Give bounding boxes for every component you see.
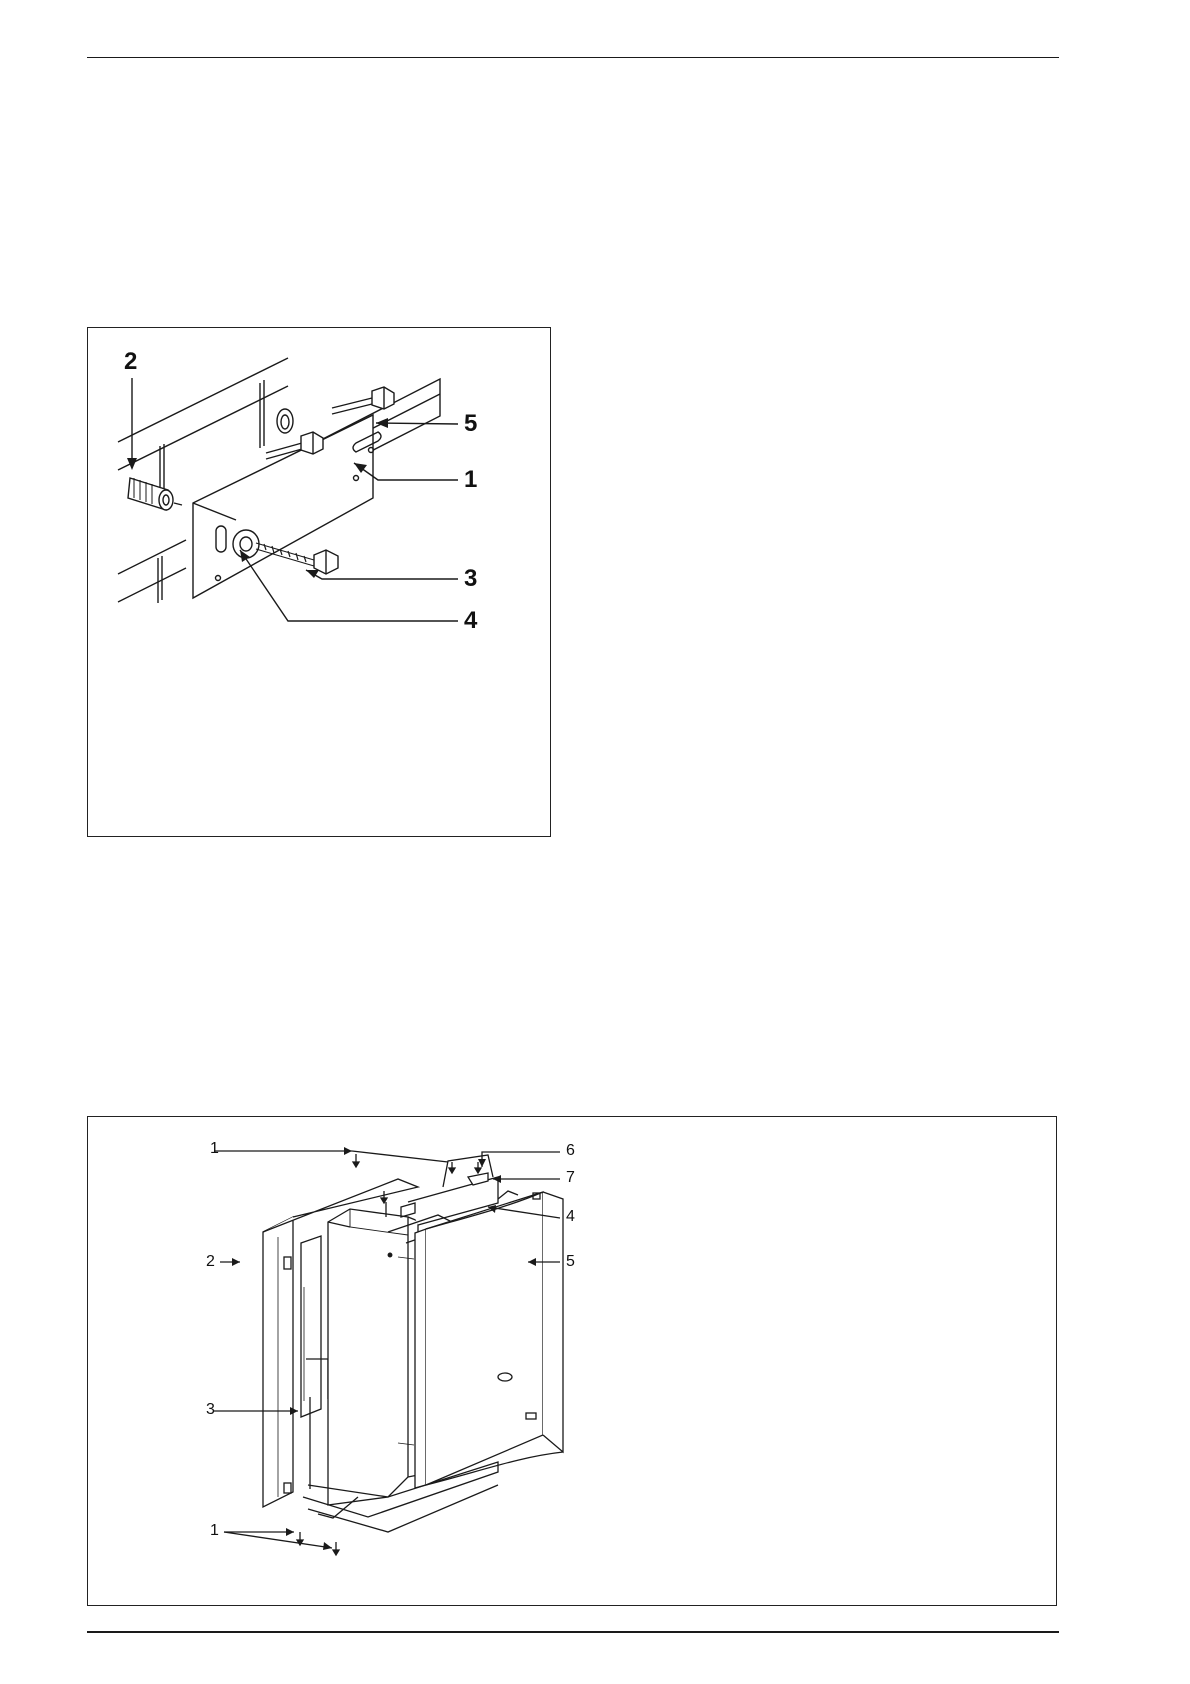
bolt-shaft bbox=[266, 443, 302, 453]
washer bbox=[233, 530, 259, 558]
right-inner-edge bbox=[415, 1229, 426, 1488]
front-door-panel bbox=[328, 1209, 408, 1505]
callout-5: 5 bbox=[566, 1254, 575, 1270]
wall-tile-line bbox=[118, 540, 186, 574]
callout-4: 4 bbox=[566, 1209, 575, 1225]
wall-tile-line bbox=[118, 358, 288, 442]
callout-3: 3 bbox=[464, 567, 477, 591]
casing-diagram: 1 2 3 1 6 7 4 5 bbox=[87, 1116, 1057, 1606]
callout-5: 5 bbox=[464, 412, 477, 436]
bolt-head bbox=[301, 432, 323, 454]
bracket-mounting-figure: 2 5 1 3 4 bbox=[87, 327, 551, 837]
callout-2: 2 bbox=[124, 350, 137, 374]
callout-3: 3 bbox=[206, 1402, 215, 1418]
bracket-plate bbox=[193, 415, 373, 598]
wall-tile-line bbox=[118, 568, 186, 602]
footer-rule bbox=[87, 1631, 1059, 1633]
callout-2: 2 bbox=[206, 1254, 215, 1270]
casing-illustration bbox=[88, 1117, 1056, 1605]
callout-1-top: 1 bbox=[210, 1141, 219, 1157]
bolt-head bbox=[372, 387, 394, 409]
right-main-casing bbox=[426, 1192, 543, 1485]
bracket-illustration bbox=[88, 328, 550, 836]
callout-4: 4 bbox=[464, 609, 477, 633]
wall-tile-line bbox=[118, 386, 288, 470]
callout-1: 1 bbox=[464, 468, 477, 492]
header-rule bbox=[87, 57, 1059, 58]
callout-1-bottom: 1 bbox=[210, 1523, 219, 1539]
callout-6: 6 bbox=[566, 1143, 575, 1159]
callout-7: 7 bbox=[566, 1170, 575, 1186]
